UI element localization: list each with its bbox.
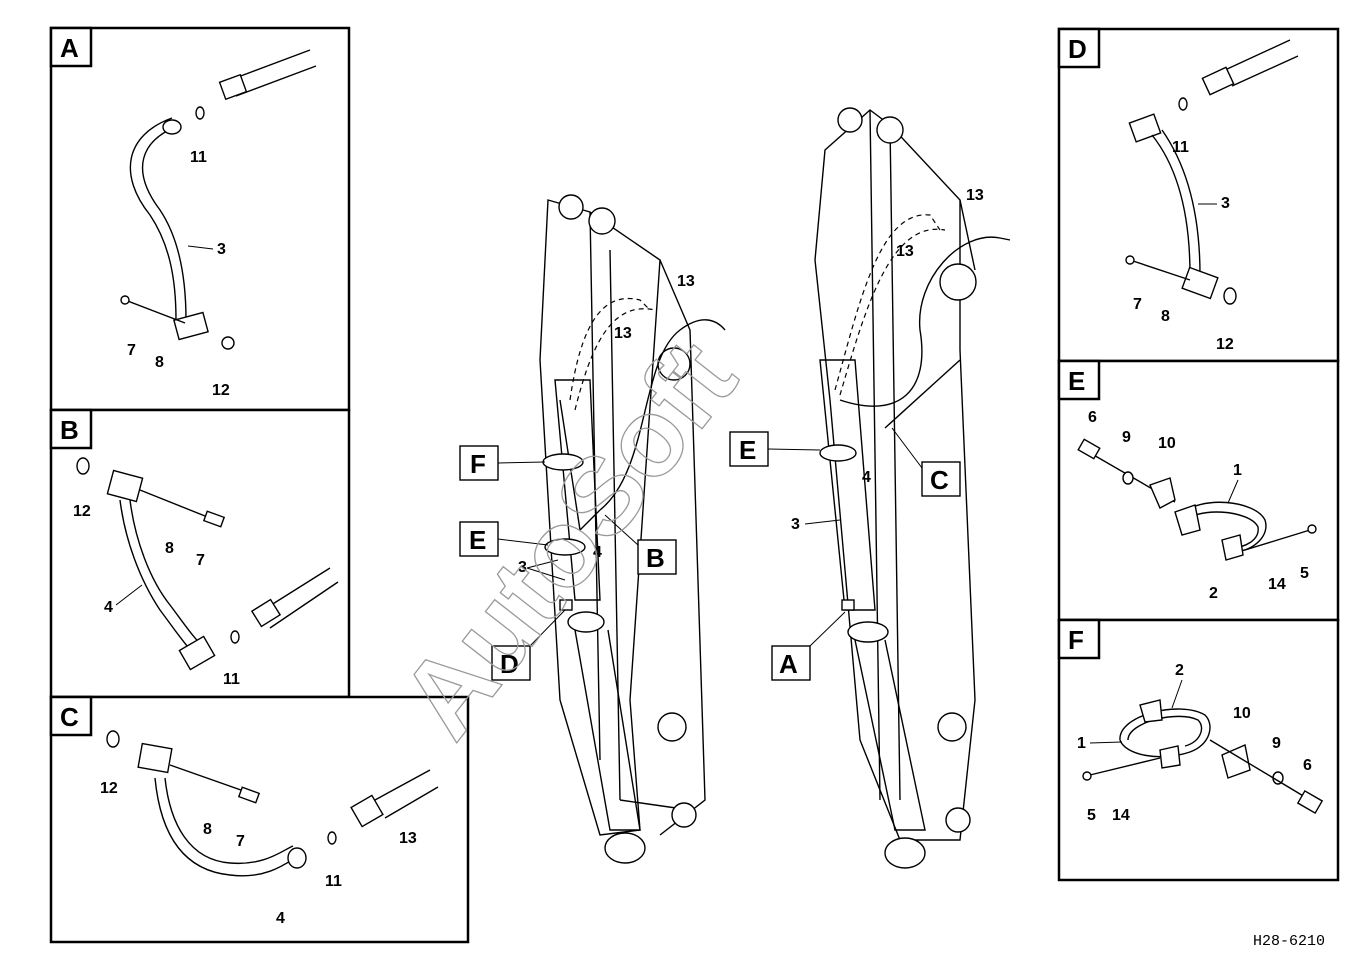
label-2: 2: [1209, 585, 1218, 602]
label-1: 1: [1077, 735, 1086, 752]
svg-text:A: A: [779, 649, 798, 679]
label-9: 9: [1272, 735, 1281, 752]
label-11: 11: [325, 873, 342, 890]
svg-text:F: F: [470, 449, 486, 479]
label-6: 6: [1303, 757, 1312, 774]
label-6: 6: [1088, 409, 1097, 426]
detail-panel-d: D 11 3 7 8 12: [1057, 27, 1340, 363]
label-9: 9: [1122, 429, 1131, 446]
label-10: 10: [1158, 435, 1176, 452]
label-7: 7: [196, 552, 205, 569]
label-13: 13: [677, 273, 695, 290]
svg-text:D: D: [500, 649, 519, 679]
label-4: 4: [276, 910, 285, 927]
svg-text:E: E: [469, 525, 486, 555]
panel-letter: B: [60, 415, 79, 445]
detail-panel-c: C 12 8 7 13 11 4: [49, 695, 470, 944]
right-boom: [814, 107, 1011, 869]
label-11: 11: [223, 671, 240, 688]
panel-letter: C: [60, 702, 79, 732]
callout-a: A: [771, 611, 846, 681]
callout-d: D: [491, 609, 566, 681]
label-5: 5: [1087, 807, 1096, 824]
label-14: 14: [1112, 807, 1130, 824]
label-13: 13: [399, 830, 417, 847]
label-12: 12: [1216, 336, 1234, 353]
label-8: 8: [203, 821, 212, 838]
label-8: 8: [1161, 308, 1170, 325]
label-4: 4: [862, 469, 871, 486]
panel-letter: A: [60, 33, 79, 63]
callout-e: E: [729, 431, 821, 467]
label-4: 4: [593, 544, 602, 561]
panel-letter: D: [1068, 34, 1087, 64]
label-3: 3: [217, 241, 226, 258]
svg-text:E: E: [739, 435, 756, 465]
callout-c: C: [891, 427, 961, 497]
label-10: 10: [1233, 705, 1251, 722]
detail-panel-f: F 2 10 1 9 6 5 14: [1057, 618, 1340, 882]
label-3: 3: [1221, 195, 1230, 212]
svg-text:C: C: [930, 465, 949, 495]
label-8: 8: [155, 354, 164, 371]
label-7: 7: [127, 342, 136, 359]
label-2: 2: [1175, 662, 1184, 679]
label-8: 8: [165, 540, 174, 557]
label-1: 1: [1233, 462, 1242, 479]
label-3: 3: [518, 559, 527, 576]
label-14: 14: [1268, 576, 1286, 593]
panel-letter: F: [1068, 625, 1084, 655]
label-12: 12: [212, 382, 230, 399]
panel-letter: E: [1068, 366, 1085, 396]
callout-e: E: [459, 521, 549, 557]
callout-b: B: [604, 514, 677, 575]
label-7: 7: [236, 833, 245, 850]
callout-f: F: [459, 445, 546, 481]
label-4: 4: [104, 599, 113, 616]
label-11: 11: [190, 149, 207, 166]
label-13: 13: [896, 243, 914, 260]
svg-text:B: B: [646, 543, 665, 573]
detail-panel-a: A 11 3 7 8 12: [49, 26, 351, 412]
label-3: 3: [791, 516, 800, 533]
left-boom: [539, 194, 726, 864]
label-11: 11: [1172, 139, 1189, 156]
watermark: AutoSoft: [377, 318, 760, 760]
drawing-code: H28-6210: [1253, 933, 1325, 950]
label-13: 13: [966, 187, 984, 204]
label-7: 7: [1133, 296, 1142, 313]
detail-panel-e: E 6 9 10 1 2 14 5: [1057, 359, 1340, 622]
label-5: 5: [1300, 565, 1309, 582]
label-12: 12: [100, 780, 118, 797]
detail-panel-b: B 12 8 7 4 11: [49, 408, 351, 699]
label-13: 13: [614, 325, 632, 342]
label-12: 12: [73, 503, 91, 520]
